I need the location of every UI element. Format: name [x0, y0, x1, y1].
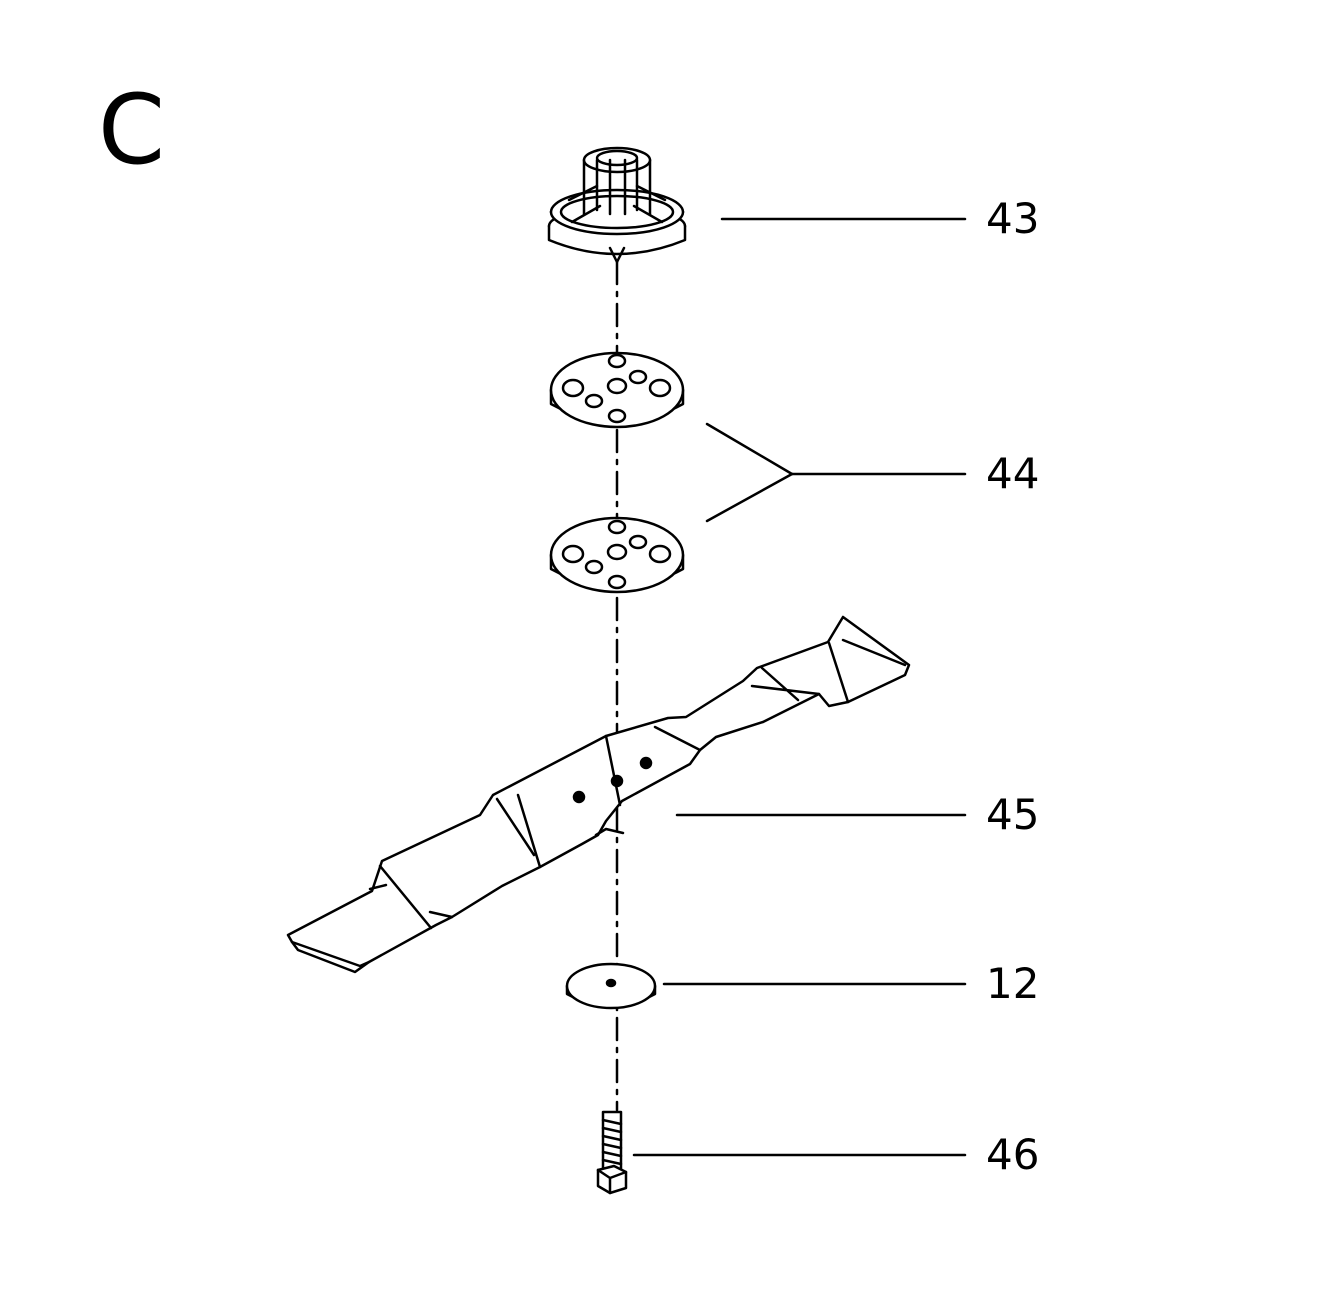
blade-adapter-hub-icon — [547, 146, 687, 264]
callout-44: 44 — [986, 449, 1040, 498]
section-label: C — [98, 74, 166, 186]
blade-plate-lower-icon — [549, 516, 685, 594]
bolt-icon — [596, 1110, 628, 1195]
leader-line-44 — [705, 422, 967, 523]
mower-blade-icon — [286, 615, 911, 974]
washer-icon — [565, 962, 657, 1010]
callout-46: 46 — [986, 1130, 1040, 1179]
callout-45: 45 — [986, 790, 1040, 839]
callout-12: 12 — [986, 959, 1040, 1008]
callout-43: 43 — [986, 194, 1040, 243]
blade-plate-upper-icon — [549, 351, 685, 429]
